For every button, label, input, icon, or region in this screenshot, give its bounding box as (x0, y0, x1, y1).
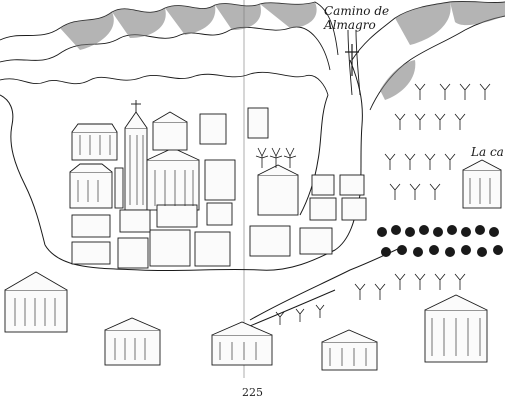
road-camino-almagro (347, 29, 361, 96)
dense-vegetation (377, 225, 503, 257)
page-number: 225 (242, 386, 263, 399)
mountain-shading (60, 1, 505, 100)
building-hatching (14, 135, 491, 366)
right-edge-label: La ca (471, 145, 504, 159)
town-buildings (4, 100, 502, 371)
wayside-cross (345, 44, 359, 76)
road-label-line-1: Camino de (324, 4, 390, 18)
road-label-line-2: Almagro (324, 18, 376, 32)
orchard-trees (255, 83, 491, 325)
